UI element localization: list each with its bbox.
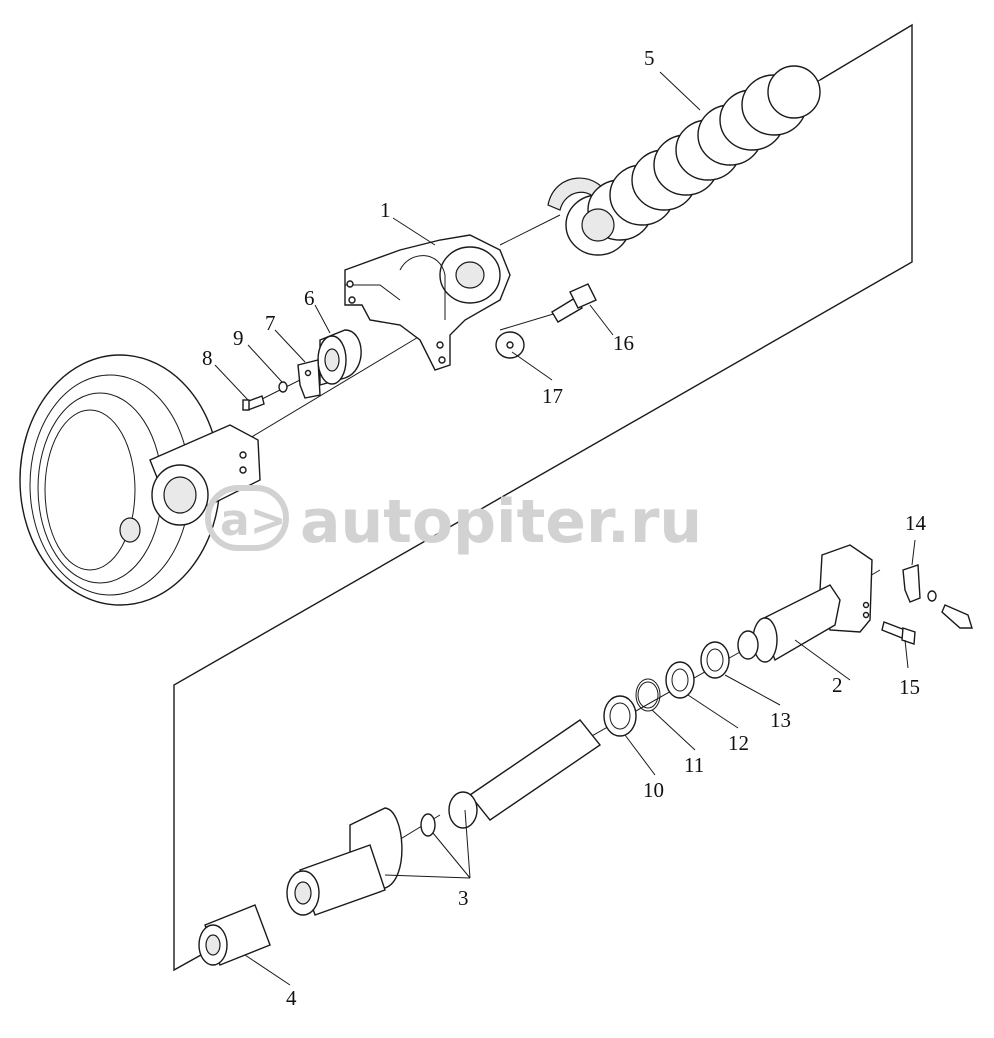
bushing-part-6	[317, 329, 362, 386]
washer-part-17	[495, 331, 525, 359]
callout-14: 14	[905, 511, 927, 535]
callout-11: 11	[684, 753, 704, 777]
callout-1: 1	[380, 198, 391, 222]
idler-wheel	[19, 354, 261, 606]
callout-16: 16	[613, 331, 634, 355]
spring-part	[547, 65, 821, 256]
callout-12: 12	[728, 731, 749, 755]
ring-part-13	[700, 641, 730, 679]
lock-plate-part-7	[297, 359, 321, 399]
shaft-part-2	[737, 544, 873, 663]
bolt-part-16	[551, 283, 597, 323]
callout-3: 3	[458, 886, 469, 910]
bracket-part-14	[902, 564, 973, 629]
callout-8: 8	[202, 346, 213, 370]
shaft-assembly-part-3	[286, 719, 602, 916]
callout-9: 9	[233, 326, 244, 350]
callout-labels: 1 2 3 4 5 6 7 8 9 10 11 12 13 14 15 16 1…	[202, 46, 927, 1010]
bushing-part-4	[198, 904, 271, 966]
ring-part-10	[603, 695, 637, 737]
panel-outline	[173, 23, 913, 972]
callout-13: 13	[770, 708, 791, 732]
bolt-part-15	[881, 621, 916, 645]
svg-text:a>: a>	[220, 495, 287, 546]
watermark-text: autopiter.ru	[300, 487, 702, 557]
yoke-part	[344, 234, 511, 371]
callout-6: 6	[304, 286, 315, 310]
ring-part-12	[665, 661, 695, 699]
leader-lines	[214, 71, 916, 986]
callout-5: 5	[644, 46, 655, 70]
snap-ring-part-11	[635, 678, 661, 712]
callout-2: 2	[832, 673, 843, 697]
callout-10: 10	[643, 778, 664, 802]
callout-17: 17	[542, 384, 563, 408]
callout-4: 4	[286, 986, 297, 1010]
washer-part-9	[278, 381, 288, 393]
bolt-part-8	[242, 395, 265, 411]
watermark: a> autopiter.ru	[205, 485, 702, 557]
callout-15: 15	[899, 675, 920, 699]
callout-7: 7	[265, 311, 276, 335]
